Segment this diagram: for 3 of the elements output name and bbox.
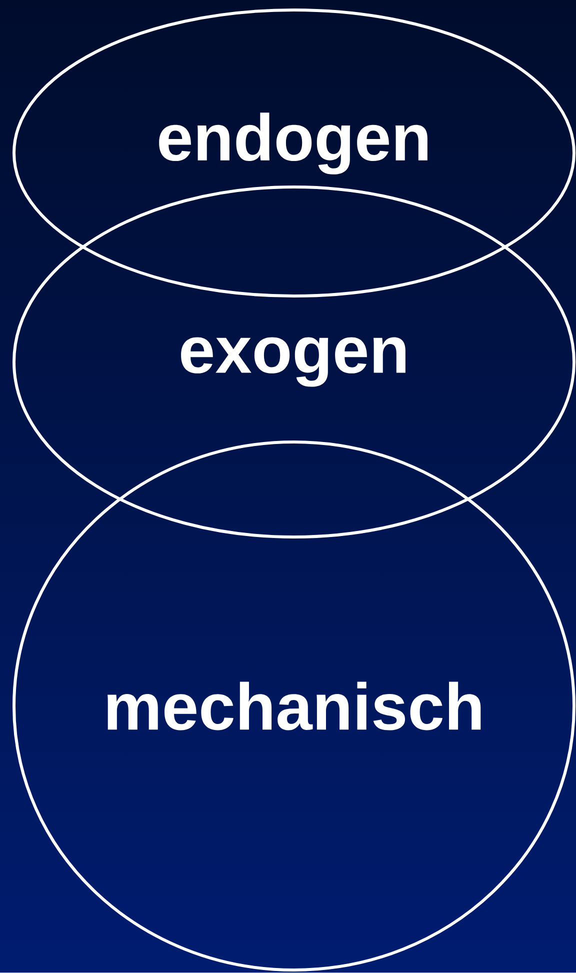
ellipse-node: endogen: [12, 8, 576, 298]
ellipse-node: exogen: [12, 185, 576, 538]
ellipse-node: mechanisch: [12, 440, 576, 972]
